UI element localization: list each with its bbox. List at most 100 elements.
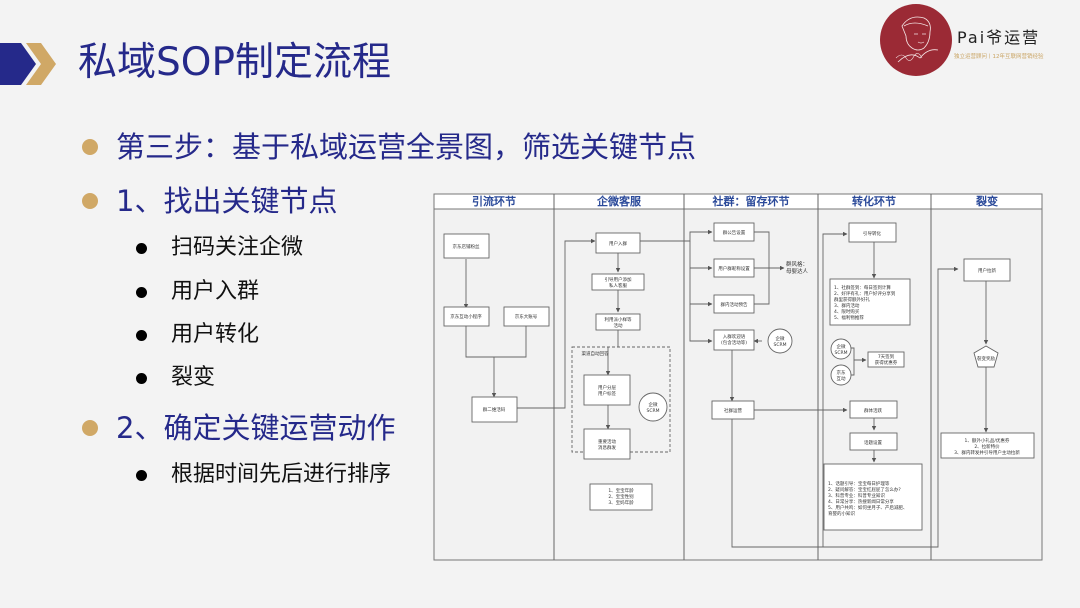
node-group-activity (713, 294, 755, 314)
gold-bullet-icon (82, 193, 98, 209)
node-label: (包含活动等) (721, 339, 747, 346)
bullet-text: 第三步：基于私域运营全景图，筛选关键节点 (116, 130, 697, 164)
node-sign-7days (867, 351, 905, 368)
node-label: 入群欢迎语 (723, 333, 746, 340)
node-label: 用户分层 (598, 384, 616, 391)
node-label: 育婴的小知识 (828, 510, 855, 517)
node-label: 重要活动 (598, 438, 616, 445)
node-jd-account (503, 306, 550, 327)
lane-title-wecom: 企微客服 (596, 194, 642, 208)
node-label: 企微 (649, 401, 658, 408)
black-bullet-icon (136, 372, 147, 384)
node-label: 2、拉新特价 (974, 443, 1000, 450)
node-guide-convert (848, 222, 897, 243)
black-bullet-icon (136, 286, 147, 298)
sub-bullet: 用户入群 (136, 277, 259, 307)
sub-bullet: 用户转化 (136, 320, 259, 350)
node-group-active (849, 400, 898, 419)
node-label: 3、科普专业：科普专业知识 (828, 492, 885, 499)
node-scrm-1 (638, 392, 668, 422)
node-label: 用户群昵称设置 (718, 265, 750, 272)
node-group-nickname (713, 258, 755, 278)
node-fission-list (940, 432, 1035, 459)
node-label: 5、用户共鸣：如何坐月子、产后减肥、 (828, 504, 907, 511)
sub-bullet: 根据时间先后进行排序 (136, 460, 391, 490)
node-label: 2、疑问解答：宝宝红屁屁了怎么办? (828, 486, 901, 493)
node-topic-list (823, 463, 923, 531)
brand-name: Pai爷运营 (957, 28, 1041, 47)
portrait-sketch-icon (895, 16, 939, 63)
node-label: SCRM (646, 408, 659, 414)
node-label: 3、宝妈年龄 (608, 499, 634, 506)
node-label: 群内活动预告 (721, 301, 748, 308)
node-fission-reward (973, 345, 999, 368)
lane-title-fission: 裂变 (975, 194, 998, 208)
node-label: 2、好评有礼：用户好评分享到 (834, 290, 896, 297)
node-mini-sample (595, 313, 641, 331)
node-label: 用户拉新 (978, 267, 996, 274)
lane-title-community: 社群：留存环节 (712, 194, 790, 208)
brand-logo: Pai爷运营 独立运营顾问丨12年互联网营销经验 (870, 4, 1080, 78)
node-label: 1、额外小礼品/优惠券 (965, 437, 1010, 444)
node-label: 5、福利物推荐 (834, 314, 864, 321)
node-label: 3、群内活动 (834, 302, 860, 309)
node-label: 4、日常分享：热搜新闻日常分享 (828, 498, 894, 505)
node-label: 4、限时购买 (834, 308, 860, 315)
sub-bullet: 裂变 (136, 363, 215, 393)
node-topic-setting (849, 432, 898, 451)
page-title: 私域SOP制定流程 (78, 40, 391, 85)
node-label: 用户入群 (609, 240, 627, 247)
node-push-activity (583, 428, 631, 460)
node-label: 企微 (837, 343, 846, 350)
sop-flowchart: 引流环节 企微客服 社群：留存环节 转化环节 裂变 (432, 192, 1044, 562)
bullet-text: 根据时间先后进行排序 (171, 462, 392, 487)
node-label: 1、宝宝年龄 (608, 487, 634, 494)
node-label: 活动 (614, 322, 623, 329)
node-label: 企微 (776, 335, 785, 342)
bullet-step3: 第三步：基于私域运营全景图，筛选关键节点 (82, 127, 696, 167)
lane-title-traffic: 引流环节 (472, 194, 516, 208)
node-label: 群公告设置 (723, 229, 746, 236)
title-chevron-icon (0, 43, 56, 85)
black-bullet-icon (136, 469, 147, 481)
node-user-join (595, 232, 641, 254)
node-scrm-2 (767, 328, 793, 354)
lane-header-bar (433, 193, 1043, 210)
node-label: 母婴达人 (786, 267, 809, 275)
node-group-notice (713, 222, 755, 242)
node-label: 群体活跃 (864, 407, 882, 414)
node-label: 话题设置 (864, 439, 882, 446)
node-label: 消息群发 (598, 444, 616, 451)
node-guide-add (591, 273, 645, 291)
node-label: 引导用户添加 (605, 276, 632, 283)
brand-tagline: 独立运营顾问丨12年互联网营销经验 (954, 54, 1044, 60)
node-label: 7天签到 (878, 353, 895, 360)
logo-avatar (880, 4, 952, 76)
bullet-text: 裂变 (171, 365, 216, 390)
node-label: 私人客服 (609, 282, 627, 289)
node-label: 渠道自动回答 (582, 350, 609, 357)
bullet-find-key-nodes: 1、找出关键节点 (82, 181, 337, 221)
node-label: 群风格： (786, 260, 808, 268)
node-jd-store (443, 233, 490, 259)
node-age-list (589, 483, 653, 511)
node-scrm-3 (830, 338, 852, 360)
gold-bullet-icon (82, 420, 98, 436)
node-label: 用户标签 (598, 390, 616, 397)
node-label: 群里获得额外好礼 (834, 296, 870, 303)
bullet-key-actions: 2、确定关键运营动作 (82, 408, 395, 448)
bullet-text: 用户入群 (171, 279, 260, 304)
node-label: 互动 (837, 375, 846, 382)
black-bullet-icon (136, 329, 147, 341)
node-user-invite (963, 258, 1011, 282)
node-user-tag (583, 374, 631, 406)
diagram-frame (433, 193, 1043, 561)
node-label: 京东互动小程序 (450, 313, 482, 320)
bullet-text: 扫码关注企微 (171, 235, 304, 260)
node-label: 1、话题引导：宝宝每日护理等 (828, 480, 890, 487)
node-label: 1、社群签到：每日签到计算 (834, 284, 891, 291)
node-jd-miniprogram (443, 306, 490, 327)
flowchart-svg: 引流环节 企微客服 社群：留存环节 转化环节 裂变 (433, 193, 1043, 561)
node-label: 2、宝宝性别 (608, 493, 634, 500)
node-label: SCRM (773, 342, 786, 348)
